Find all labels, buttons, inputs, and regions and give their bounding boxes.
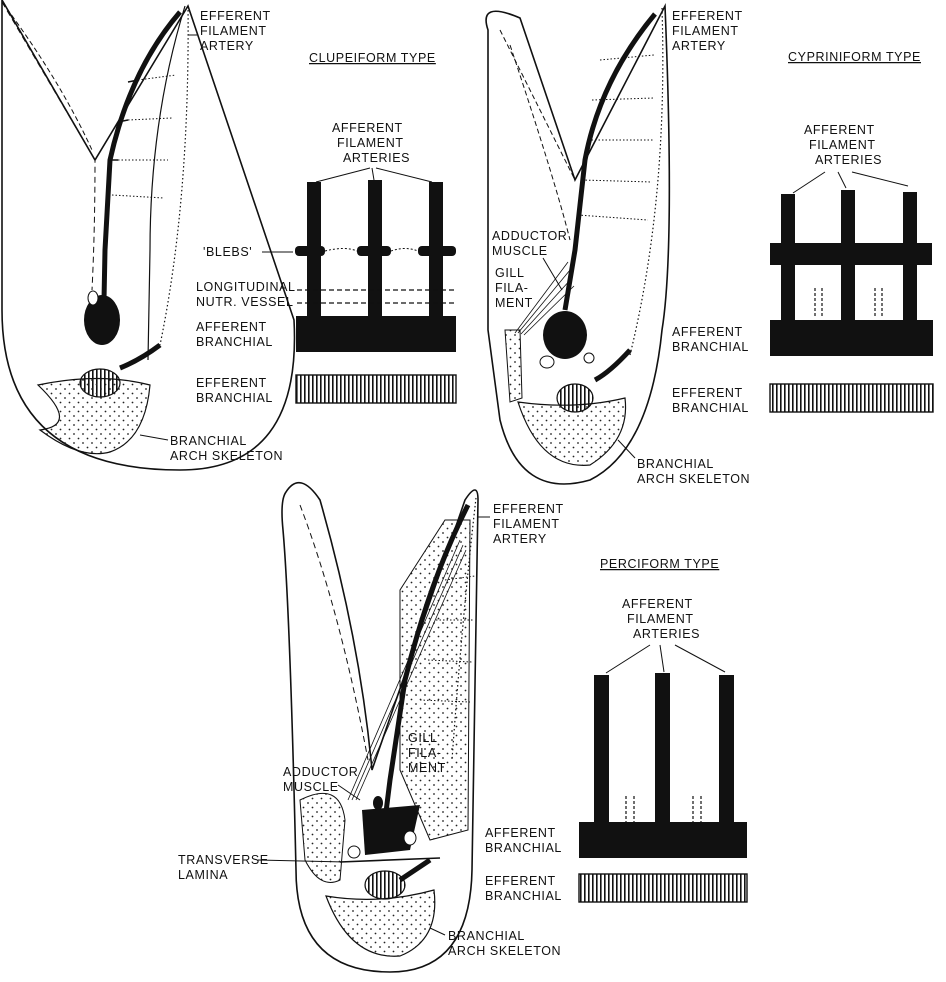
- clupeiform-title: CLUPEIFORM TYPE: [309, 51, 436, 65]
- perciform-gill-filament-label: GILL FILA- MENT: [408, 731, 446, 775]
- clupeiform-pointer-lines: [316, 168, 432, 182]
- cypriniform-panel: EFFERENT FILAMENT ARTERY CYPRINIFORM TYP…: [486, 6, 933, 486]
- perciform-branchial-arch-skeleton-label: BRANCHIAL ARCH SKELETON: [448, 929, 561, 958]
- clupeiform-afferent-branchial-label: AFFERENT BRANCHIAL: [196, 320, 273, 349]
- perciform-panel: EFFERENT FILAMENT ARTERY PERCIFORM TYPE …: [178, 483, 747, 972]
- perciform-efferent-filament-artery-label: EFFERENT FILAMENT ARTERY: [493, 502, 568, 546]
- clupeiform-branchial-arch-skeleton-label: BRANCHIAL ARCH SKELETON: [170, 434, 283, 463]
- cypriniform-afferent-filament-arteries-label: AFFERENT FILAMENT ARTERIES: [804, 123, 882, 167]
- perciform-vessel-schematic: [579, 673, 747, 902]
- clupeiform-blebs-label: 'BLEBS': [203, 245, 252, 259]
- perciform-title: PERCIFORM TYPE: [600, 557, 719, 571]
- clupeiform-afferent-filament-arteries-label: AFFERENT FILAMENT ARTERIES: [332, 121, 410, 165]
- perciform-afferent-filament-arteries-label: AFFERENT FILAMENT ARTERIES: [622, 597, 700, 641]
- cypriniform-branchial-arch-skeleton-label: BRANCHIAL ARCH SKELETON: [637, 457, 750, 486]
- clupeiform-vessel-schematic: [295, 180, 456, 403]
- perciform-pointer-lines: [606, 645, 725, 673]
- perciform-efferent-branchial-label: EFFERENT BRANCHIAL: [485, 874, 562, 903]
- perciform-afferent-branchial-label: AFFERENT BRANCHIAL: [485, 826, 562, 855]
- perciform-section-drawing: [282, 483, 478, 972]
- clupeiform-efferent-filament-artery-label: EFFERENT FILAMENT ARTERY: [200, 9, 275, 53]
- cypriniform-efferent-filament-artery-label: EFFERENT FILAMENT ARTERY: [672, 9, 747, 53]
- perciform-transverse-lamina-label: TRANSVERSE LAMINA: [178, 853, 273, 882]
- perciform-adductor-muscle-label: ADDUCTOR MUSCLE: [283, 765, 362, 794]
- cypriniform-gill-filament-label: GILL FILA- MENT: [495, 266, 533, 310]
- cypriniform-adductor-muscle-label: ADDUCTOR MUSCLE: [492, 229, 571, 258]
- cypriniform-afferent-branchial-label: AFFERENT BRANCHIAL: [672, 325, 749, 354]
- cypriniform-efferent-branchial-label: EFFERENT BRANCHIAL: [672, 386, 749, 415]
- cypriniform-pointer-lines: [793, 172, 908, 193]
- clupeiform-efferent-branchial-label: EFFERENT BRANCHIAL: [196, 376, 273, 405]
- cypriniform-title: CYPRINIFORM TYPE: [788, 50, 921, 64]
- clupeiform-longitudinal-vessel-label: LONGITUDINAL NUTR. VESSEL: [196, 280, 299, 309]
- clupeiform-panel: EFFERENT FILAMENT ARTERY CLUPEIFORM TYPE…: [2, 0, 456, 470]
- cypriniform-vessel-schematic: [770, 190, 933, 412]
